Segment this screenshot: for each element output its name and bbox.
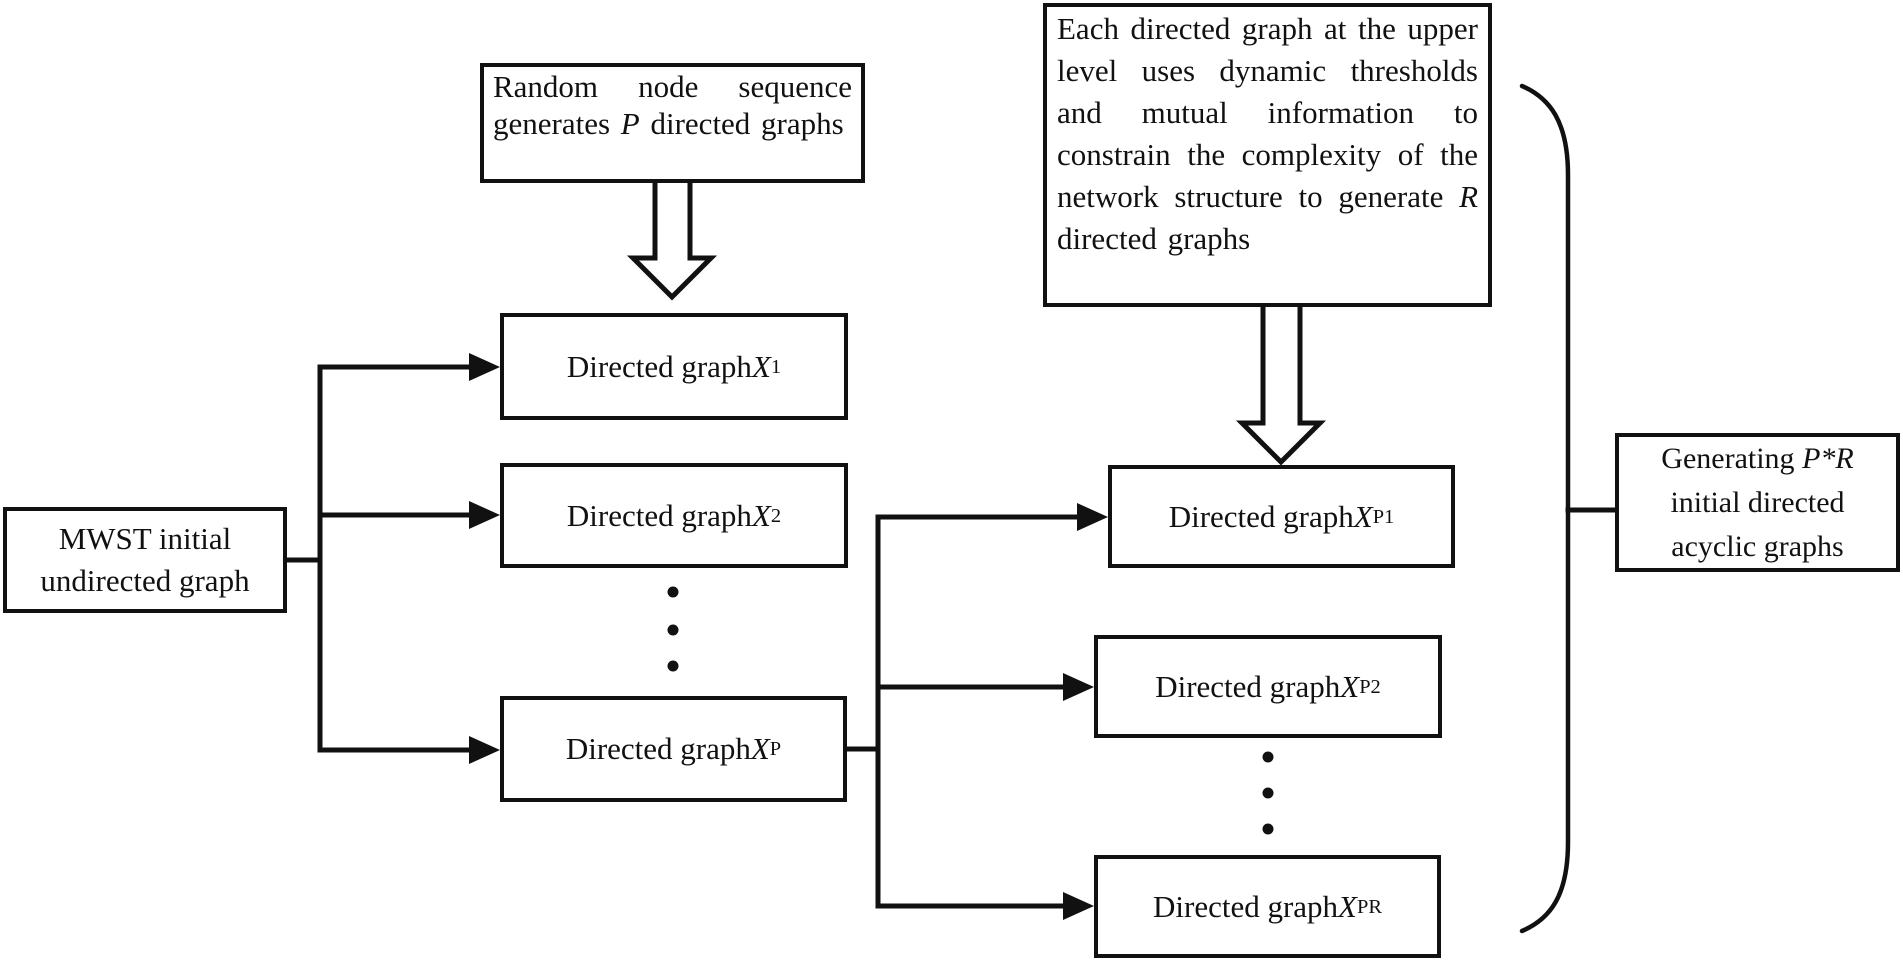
node-text: MWST initial undirected graph (40, 521, 250, 598)
vertical-ellipsis-right-column (1262, 751, 1274, 835)
variable-x: X (1353, 498, 1373, 534)
grouping-brace-right (1519, 83, 1571, 934)
node-text: initial directed acyclic graphs (1670, 485, 1845, 563)
node-output-dags: Generating P*R initial directed acyclic … (1615, 433, 1900, 572)
node-text: Directed graph (1168, 498, 1354, 534)
node-text: Random node sequence generates (493, 69, 852, 141)
variable-p: P (620, 106, 640, 141)
node-upper-level-rule: Each directed graph at the upper level u… (1043, 3, 1492, 307)
arrowhead-xp-to-xp2 (1063, 673, 1094, 701)
variable-x: X (751, 348, 771, 384)
ellipsis-dot (1262, 823, 1274, 835)
vertical-ellipsis-middle-column (667, 586, 679, 672)
node-text: Generating (1661, 441, 1803, 475)
ellipsis-dot (667, 624, 679, 636)
node-text: Directed graph (565, 731, 751, 766)
variable-pr: P*R (1802, 441, 1854, 475)
node-text: Generating P*R initial directed acyclic … (1629, 437, 1886, 568)
variable-x: X (1338, 888, 1357, 924)
node-text: Directed graph (1155, 668, 1341, 704)
arrowhead-mwst-to-x2 (469, 501, 500, 529)
node-text: Directed graph (566, 497, 752, 533)
node-mwst-initial-graph: MWST initial undirected graph (3, 507, 287, 613)
node-random-sequence: Random node sequence generates P directe… (480, 63, 865, 183)
variable-x: X (751, 497, 771, 533)
ellipsis-dot (1262, 787, 1274, 799)
node-text: Directed graph (566, 348, 752, 384)
node-text: Directed graph (1153, 888, 1339, 924)
block-arrow-down-random (626, 183, 718, 301)
node-text: directed graphs (639, 106, 844, 141)
variable-x: X (1340, 668, 1360, 704)
ellipsis-dot (667, 586, 679, 598)
arrowhead-xp-to-xp1 (1077, 503, 1108, 531)
block-arrow-down-upper (1235, 307, 1327, 466)
node-text: Each directed graph at the upper level u… (1057, 11, 1478, 214)
variable-x: X (750, 731, 770, 766)
arrowhead-xp-to-xpr (1063, 892, 1094, 920)
ellipsis-dot (1262, 751, 1274, 763)
node-text: directed graphs (1057, 221, 1251, 256)
variable-r: R (1459, 179, 1478, 214)
arrowhead-mwst-to-x1 (469, 353, 500, 381)
ellipsis-dot (667, 660, 679, 672)
arrowhead-mwst-to-xp (469, 736, 500, 764)
